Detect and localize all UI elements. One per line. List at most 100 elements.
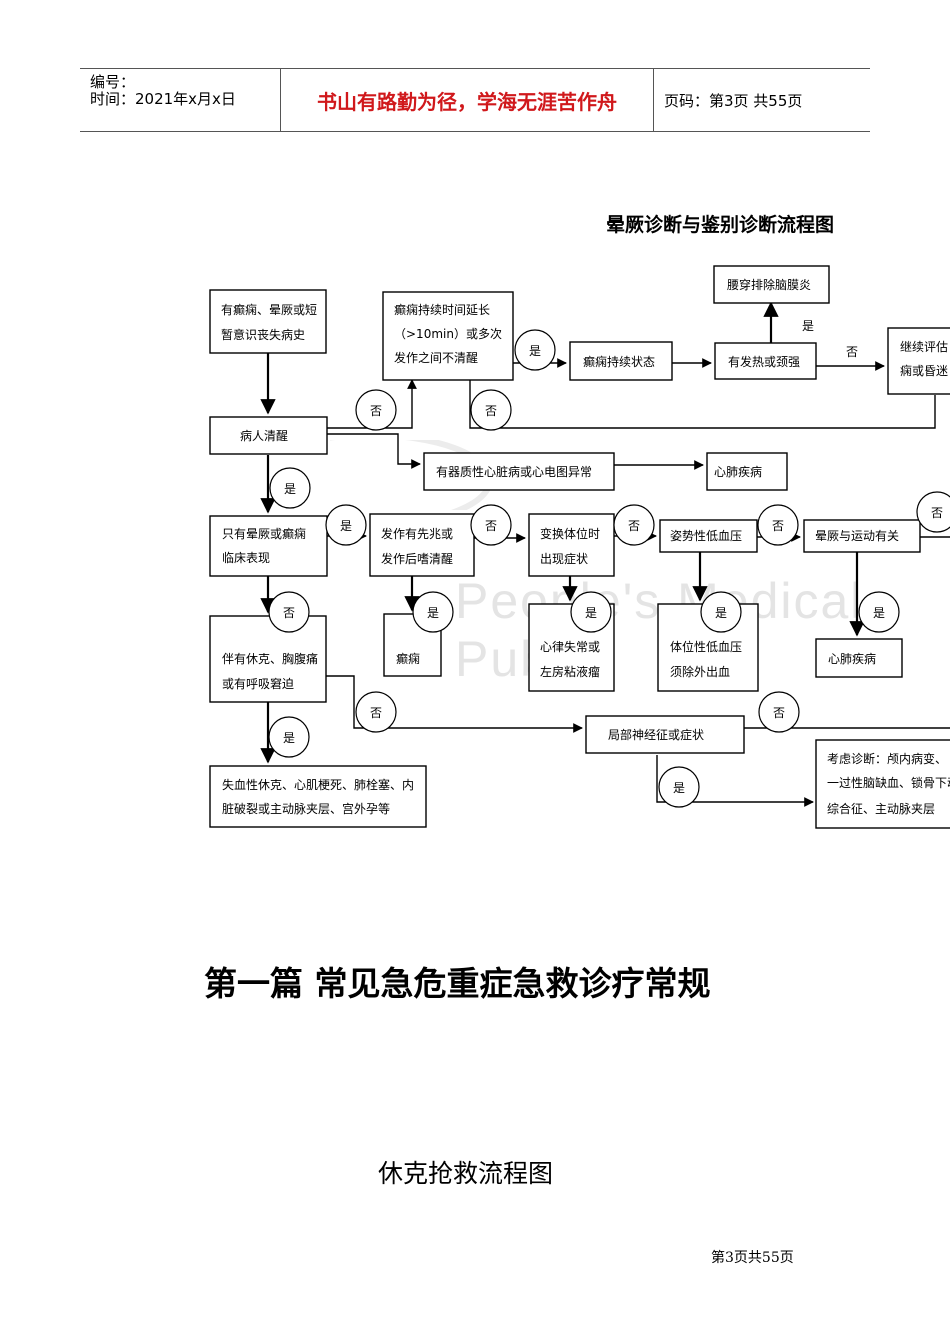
node-seizure-long-line: 发作之间不清醒 [394,350,478,365]
part-title: 第一篇 常见急危重症急救诊疗常规 [204,964,711,1003]
node-cardiopulm-2-line: 心肺疾病 [828,651,876,666]
node-shock-pain-line: 或有呼吸窘迫 [222,676,294,691]
node-continue-eval: 继续评估 痫或昏迷 [887,327,950,395]
node-epilepsy-line: 癫痫 [396,651,420,666]
edge-focal-consider [656,755,814,807]
label-yes: 是 [700,591,742,633]
label-no-text: 否 [773,706,785,720]
header-motto: 书山有路勤为径，学海无涯苦作舟 [317,89,617,114]
node-focal-neuro: 局部神经征或症状 [585,715,745,754]
label-no: 否 [355,389,397,431]
label-no-text: 否 [931,506,943,520]
node-seizure-long-line: （>10min）或多次 [394,327,502,341]
label-yes-text: 是 [802,319,814,333]
label-yes-text: 是 [715,606,727,620]
node-cardiopulm-1: 心肺疾病 [706,452,788,491]
header-motto-cell: 书山有路勤为径，学海无涯苦作舟 [281,69,654,131]
node-lumbar-puncture: 腰穿排除脑膜炎 [713,265,830,304]
header-time: 时间：2021年x月x日 [90,90,236,108]
node-history-line: 暂意识丧失病史 [221,327,305,342]
header-page-cell: 页码：第3页 共55页 [654,69,870,131]
label-no: 否 [470,504,512,546]
node-history: 有癫痫、晕厥或短 暂意识丧失病史 [209,289,327,354]
header-number: 编号： [90,73,136,91]
node-seizure-long: 癫痫持续时间延长 （>10min）或多次 发作之间不清醒 [382,291,514,381]
header-page-number: 页码：第3页 共55页 [664,91,803,110]
node-aura-line: 发作后嗜清醒 [381,551,453,566]
page-header: 编号： 时间：2021年x月x日 书山有路勤为径，学海无涯苦作舟 页码：第3页 … [80,68,870,132]
node-aura-line: 发作有先兆或 [381,526,453,541]
node-shock-pain-line: 伴有休克、胸腹痛 [222,651,318,666]
node-orthostatic-line: 姿势性低血压 [670,529,742,543]
label-yes: 是 [658,766,700,808]
label-no: 否 [355,691,397,733]
label-no: 否 [758,691,800,733]
node-position-change-line: 变换体位时 [540,526,600,541]
label-yes-text: 是 [340,519,352,533]
edge-shock-focal [326,675,583,733]
label-no: 否 [268,591,310,633]
node-status-epilepticus: 癫痫持续状态 [569,341,673,381]
label-yes-text: 是 [529,344,541,358]
node-position-change: 变换体位时 出现症状 [528,513,615,577]
label-yes-text: 是 [585,606,597,620]
label-yes-text: 是 [873,606,885,620]
flowchart-title: 晕厥诊断与鉴别诊断流程图 [606,214,835,236]
label-no-text: 否 [485,404,497,418]
node-fever-neck: 有发热或颈强 [714,342,817,380]
label-no-text: 否 [485,519,497,533]
label-yes-text: 是 [673,781,685,795]
edge-conscious-seizure [327,379,417,429]
label-no-text: 否 [628,519,640,533]
label-no-text: 否 [370,706,382,720]
label-no-text: 否 [370,404,382,418]
node-arrhythmia-line: 心律失常或 [540,639,600,654]
node-continue-eval-line: 继续评估 [900,340,948,354]
node-consider-line: 一过性脑缺血、锁骨下动 [827,775,950,790]
page-footer: 第3页共55页 [711,1250,794,1266]
shock-flowchart-title: 休克抢救流程图 [378,1159,554,1188]
node-consider-line: 综合征、主动脉夹层 [827,801,935,816]
node-hemorrhagic: 失血性休克、心肌梗死、肺栓塞、内 脏破裂或主动脉夹层、宫外孕等 [209,765,427,828]
node-exercise-line: 晕厥与运动有关 [815,529,899,543]
label-no: 否 [916,491,950,533]
node-only-syncope-line: 只有晕厥或癫痫 [222,526,306,541]
header-meta-cell: 编号： 时间：2021年x月x日 [80,69,281,131]
node-consider: 考虑诊断：颅内病变、 一过性脑缺血、锁骨下动 综合征、主动脉夹层 [815,739,950,829]
label-yes: 是 [325,504,367,546]
node-arrhythmia-line: 左房粘液瘤 [540,664,600,679]
label-yes-text: 是 [283,731,295,745]
node-only-syncope-line: 临床表现 [222,551,270,565]
node-cardiopulm-2: 心肺疾病 [815,638,903,678]
node-aura: 发作有先兆或 发作后嗜清醒 [369,513,475,577]
edge-labels: 否 否 是 是 否 是 是 否 否 否 否 否 是 是 是 是 否 否 是 是 [268,319,950,808]
label-no: 否 [613,504,655,546]
node-continue-eval-line: 痫或昏迷 [900,364,948,378]
label-no: 否 [846,345,858,359]
label-yes: 是 [268,716,310,758]
label-yes-text: 是 [427,606,439,620]
node-fever-neck-line: 有发热或颈强 [728,354,800,369]
node-positional-hypo-line: 体位性低血压 [670,639,742,654]
node-exercise: 晕厥与运动有关 [803,519,921,553]
node-organic-heart: 有器质性心脏病或心电图异常 [423,452,615,491]
node-lumbar-puncture-line: 腰穿排除脑膜炎 [727,277,811,292]
label-yes: 是 [514,329,556,371]
label-no-text: 否 [772,519,784,533]
label-yes: 是 [802,319,814,333]
node-cardiopulm-1-line: 心肺疾病 [714,464,762,479]
node-seizure-long-line: 癫痫持续时间延长 [394,302,490,317]
node-history-line: 有癫痫、晕厥或短 [221,302,317,317]
label-no: 否 [470,389,512,431]
label-no-text: 否 [846,345,858,359]
node-status-epilepticus-line: 癫痫持续状态 [583,354,655,369]
node-position-change-line: 出现症状 [540,551,588,566]
label-yes: 是 [570,591,612,633]
label-yes: 是 [412,591,454,633]
node-hemorrhagic-line: 失血性休克、心肌梗死、肺栓塞、内 [222,777,414,792]
label-no: 否 [757,504,799,546]
node-conscious: 病人清醒 [209,416,328,455]
node-shock-pain: 伴有休克、胸腹痛 或有呼吸窘迫 [209,615,327,703]
label-no-text: 否 [283,606,295,620]
node-focal-neuro-line: 局部神经征或症状 [608,727,704,742]
